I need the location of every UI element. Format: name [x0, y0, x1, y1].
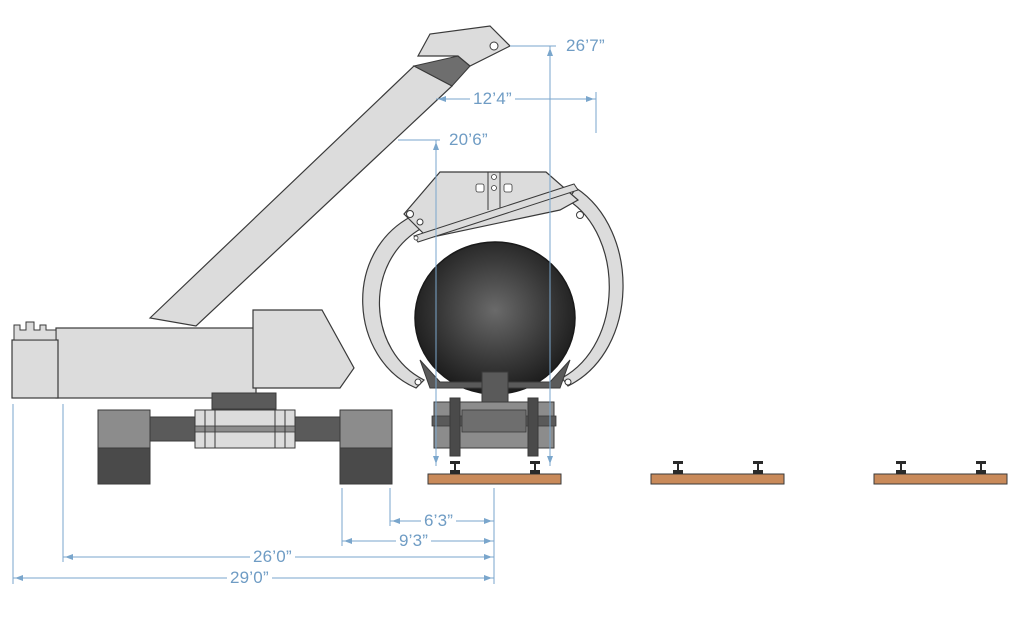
counterweight	[11, 339, 59, 399]
boom-tip-pin	[489, 41, 499, 51]
crane-body	[11, 309, 355, 410]
tank-car-body	[414, 241, 576, 395]
grab-attachment	[362, 171, 624, 403]
operator-cab	[252, 309, 355, 389]
dim-grab-height: 20’6”	[446, 131, 491, 149]
crane-boom	[148, 25, 512, 327]
dim-crawler-to-rail: 9’3”	[396, 532, 432, 550]
dim-track-to-rail: 6’3”	[421, 512, 457, 530]
dim-body-to-rail: 26’0”	[250, 548, 295, 566]
rail-tie-2	[650, 461, 785, 485]
rail-tie-3	[873, 461, 1008, 485]
dim-boom-tip-height: 26’7”	[563, 37, 608, 55]
dim-overall-to-rail: 29’0”	[227, 569, 272, 587]
rail-tie-1	[427, 461, 562, 485]
rail-bogie	[431, 397, 557, 457]
crawler-tracks	[97, 409, 393, 485]
dim-boom-reach: 12’4”	[470, 90, 515, 108]
